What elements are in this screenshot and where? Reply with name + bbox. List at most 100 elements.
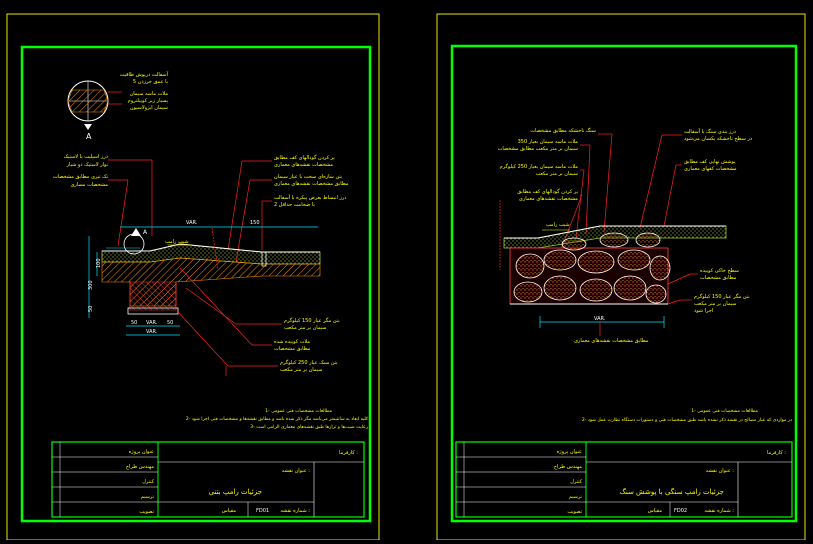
sheet-frame [450,44,798,523]
title-block: عنوان پروژه مهندس طراح کنترل ترسیم تصویب… [455,441,793,518]
callout-text: تک تیری مطابق مشخصات [53,174,109,180]
note-line: 3- رعایت شیب‌ها و ترازها طبق نقشه‌های مع… [250,424,368,430]
tb-checker-label: کنترل [142,479,154,485]
tb-client-label: کارفرما : [767,450,786,456]
left-callouts: درز اسپلیت با لاستیک نوار لاستیک دو شیار… [53,154,153,247]
sheet-fd02: سنگ ناخشکه مطابق مشخصات ملات ماسه سیمان … [436,13,806,541]
callout-text: سطح خاکی کوبیده [700,268,739,274]
note-line: 1- مطالعات مشخصات فنی عمومی [265,408,332,414]
callout-text: آسفالت درپوش طاقیت [120,71,169,78]
tb-designer-label: مهندس طراح [554,464,582,470]
note-line: 2- در مواردی که عیار مصالح در نقشه ذکر ن… [582,416,792,423]
callout-text: پر کردن گودالهای کف مطابق [517,188,578,195]
lower-right-callouts: سطح خاکی کوبیده مطابق مشخصات بتن مگر عیا… [667,268,750,314]
callout-text: اجرا شود [694,308,713,314]
callout-text: مشخصات کفهای معماری [684,166,737,172]
drawing-title: جزئیات رامپ سنگی با پوشش سنگ [620,487,724,496]
callout-text: مطابق مشخصات نقشه‌های معماری [274,181,349,187]
title-block: عنوان پروژه مهندس طراح کنترل ترسیم تصویب… [51,441,365,518]
tb-project-label: عنوان پروژه [557,449,582,455]
tb-scale-label: مقیاس [648,508,663,514]
drawing-title: جزئیات رامپ بتنی [209,488,262,496]
top-callout: آسفالت درپوش طاقیت با عمق خرزدن 5 ملات م… [120,71,169,111]
tb-approver-label: تصویب [139,509,154,515]
dim-bottom-var: VAR. [146,320,158,326]
dim-bottom-var-total: VAR. [146,329,158,335]
general-notes: 1- مطالعات مشخصات فنی عمومی 2- کلیه ابعا… [186,408,369,430]
dim-left-50: 50 [88,306,94,312]
callout-text: ملات ماسه سیمان بعیار 350 [518,139,579,145]
callout-text: ملات ماسه سیمان [130,91,169,97]
callout-text: نوار لاستیک دو شیار [66,162,108,168]
callout-text: پوشش نهایی کف مطابق [684,159,736,165]
callout-text: سیمان بر متر مکعب [284,325,326,331]
tb-drawer-label: ترسیم [141,494,155,500]
callout-text: بتن مگر عیار 150 کیلوگرم [284,317,340,324]
callout-text: ملات ماسه سیمان بعیار 250 کیلوگرم [500,163,579,170]
callout-text: سیمان بر متر مکعب مطابق مشخصات [498,146,578,152]
tb-sheet-no-label: شماره نقشه : [280,508,310,514]
sheet-frame [20,45,372,523]
sheet-code: FD01 [256,508,269,514]
callout-text: مشخصات نقشه‌های معماری [274,162,333,168]
dim-top-var: VAR. [186,220,198,226]
ramp-section-concrete: VAR. 150 A 100 300 50 شیب رامپ [88,220,321,336]
lower-callouts: بتن مگر عیار 150 کیلوگرم سیمان بر متر مک… [177,267,340,376]
detail-a-marker: A [67,80,122,141]
callout-text: مشخصات نقشه‌های معماری [519,196,578,202]
tb-drawer-label: ترسیم [569,494,583,500]
left-callouts: سنگ ناخشکه مطابق مشخصات ملات ماسه سیمان … [498,127,613,253]
stone-masonry [513,232,671,304]
tb-sheet-no-label: شماره نقشه : [704,508,734,514]
callout-text: پر کردن گودالهای کف مطابق [274,154,335,161]
callout-text: سیمان ایزولاسیون [130,105,168,111]
callout-text: ملات کوبیده شده [274,339,310,345]
right-callouts: درز بندی سنگ با آسفالت در سطح ناخشکه یکس… [639,128,752,229]
callout-text: بتن سازه‌ای سخت با عیار سیمان [274,174,342,180]
callout-text: درز اسپلیت با لاستیک [64,154,108,160]
ramp-section-stone: شیب رامپ [499,200,727,344]
callout-text: با ضخامت حداقل 2 [274,202,315,208]
general-notes: 1- مطالعات مشخصات فنی عمومی 2- در مواردی… [582,408,792,423]
bottom-caption: مطابق مشخصات نقشه‌های معماری [574,338,649,344]
tb-checker-label: کنترل [570,479,582,485]
tb-drawing-title-label: عنوان نقشه : [282,468,310,474]
callout-text: مطابق مشخصات [700,275,737,281]
callout-text: بتن سبک عیار 250 کیلوگرم [280,359,338,366]
tb-approver-label: تصویب [567,509,582,515]
dim-top-150: 150 [250,220,260,226]
dim-bottom-50a: 50 [131,320,137,326]
sheet-code: FD02 [674,508,687,514]
detail-letter: A [86,132,92,141]
dim-left-100: 100 [96,258,102,268]
tb-project-label: عنوان پروژه [129,449,154,455]
callout-text: سنگ ناخشکه مطابق مشخصات [530,127,596,134]
right-callouts: پر کردن گودالهای کف مطابق مشخصات نقشه‌ها… [227,154,349,263]
tb-client-label: کارفرما : [339,450,358,456]
callout-text: مطابق مشخصات [274,346,311,352]
dim-bottom-50b: 50 [167,320,173,326]
dim-left-300: 300 [88,280,94,290]
callout-text: در سطح ناخشکه یکسان می‌شود [684,136,752,142]
dim-bottom-var: VAR. [594,316,606,322]
note-line: 2- کلیه ابعاد به سانتیمتر می‌باشد مگر ذک… [186,415,369,422]
section-marker: A [143,229,148,236]
callout-text: سیمان بر متر مکعب [694,301,736,307]
callout-text: درز انبساط بعرض پیکره با آسفالت [274,194,347,201]
callout-text: سیمان بر متر مکعب [280,367,322,373]
callout-text: درز بندی سنگ با آسفالت [684,128,736,135]
tb-scale-label: مقیاس [222,508,237,514]
callout-text: بتن مگر عیار 150 کیلوگرم [694,293,750,300]
sheet-fd01: A آسفالت درپوش طاقیت با عمق خرزدن 5 ملات… [6,13,380,541]
tb-designer-label: مهندس طراح [126,464,154,470]
callout-text: مشخصات مساری [70,182,108,188]
slope-label: شیب رامپ [546,222,570,228]
note-line: 1- مطالعات مشخصات فنی عمومی [691,408,758,414]
callout-text: سیمان بر متر مکعب [536,171,578,177]
tb-drawing-title-label: عنوان نقشه : [706,468,734,474]
callout-text: پسیار زبر کوبیلتروم [128,98,169,104]
slope-label: شیب رامپ [165,239,189,245]
callout-text: با عمق خرزدن 5 [133,79,168,85]
